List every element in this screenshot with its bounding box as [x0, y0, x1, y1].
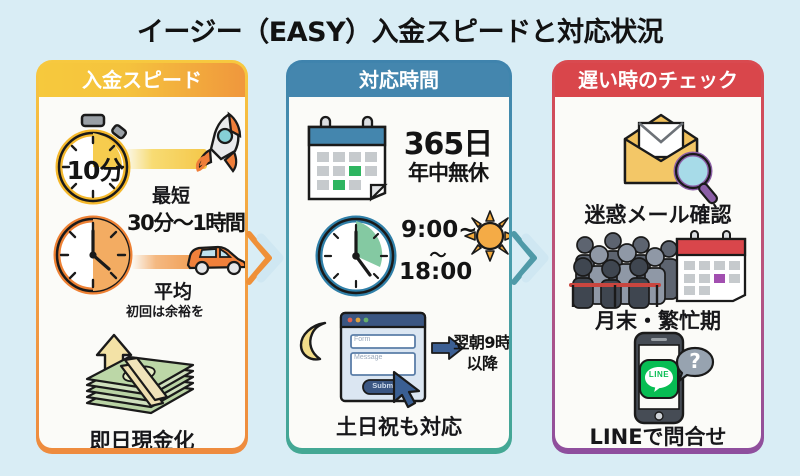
panel-body-support-hours: 365日 年中無休 — [289, 97, 509, 448]
panel-support-hours: 対応時間 — [286, 60, 512, 454]
panel-body-payment-speed: 10分 最短 — [39, 97, 245, 448]
average-time-caption: 平均 — [153, 281, 192, 303]
item-365-days: 365日 年中無休 — [289, 105, 509, 209]
weekend-support-caption: 土日祝も対応 — [336, 415, 462, 439]
right-arrow-icon — [431, 335, 465, 361]
page-title: イージー（EASY）入金スピードと対応状況 — [136, 17, 664, 48]
shortest-time-value: 10分 — [66, 156, 125, 185]
chevron-connector-2 — [508, 228, 549, 288]
item-same-day-cash: 即日現金化 — [39, 333, 245, 448]
crowd-icon — [569, 223, 691, 309]
panel-slow-check: 遅い時のチェック 迷惑メール確認 — [552, 60, 764, 454]
line-badge-label: LINE — [648, 370, 670, 379]
business-hours-start: 9:00~ — [401, 217, 478, 243]
form-field-title: Form — [354, 336, 371, 343]
form-submit-button[interactable]: Submit — [372, 381, 398, 390]
next-morning-line2: 以降 — [466, 354, 498, 373]
calendar-icon — [301, 113, 397, 203]
line-contact-caption: LINEで問合せ — [589, 425, 727, 448]
mail-folder-icon — [611, 109, 711, 193]
business-hours-end: 18:00 — [399, 259, 473, 285]
busy-period-caption: 月末・繁忙期 — [595, 309, 721, 333]
form-field-message: Message — [354, 354, 383, 361]
clock-icon — [51, 213, 135, 297]
next-morning-line1: 翌朝9時 — [453, 333, 509, 352]
days-365-caption: 年中無休 — [408, 161, 489, 185]
item-average-time: 30分〜1時間 平均 初回は余裕を — [39, 201, 245, 329]
cash-stack-icon — [77, 355, 205, 427]
item-busy-period: 月末・繁忙期 — [555, 219, 761, 335]
car-icon — [182, 241, 245, 276]
item-weekend-support: Form Message Submit 翌朝9時 以降 土日祝も対応 — [289, 307, 509, 448]
average-time-value: 30分〜1時間 — [127, 211, 245, 235]
panel-payment-speed: 入金スピード — [36, 60, 248, 454]
shortest-time-caption: 最短 — [151, 185, 190, 207]
business-hours-tilde: 〜 — [429, 246, 447, 266]
item-line-contact: LINE ? LINEで問合せ — [555, 329, 761, 448]
line-app-icon[interactable] — [639, 359, 679, 399]
average-time-note: 初回は余裕を — [125, 305, 204, 320]
stopwatch-icon — [49, 113, 139, 205]
panel-body-slow-check: 迷惑メール確認 — [555, 97, 761, 448]
chevron-connector-1 — [243, 228, 284, 288]
cursor-icon — [389, 369, 423, 411]
panel-header-slow-check: 遅い時のチェック — [555, 63, 761, 97]
sun-icon — [464, 210, 509, 262]
rocket-icon — [189, 109, 245, 175]
same-day-cash-caption: 即日現金化 — [89, 429, 195, 448]
panel-header-payment-speed: 入金スピード — [39, 63, 245, 97]
wall-clock-icon — [313, 213, 399, 299]
magnifier-icon — [671, 149, 727, 205]
panel-header-support-hours: 対応時間 — [289, 63, 509, 97]
item-shortest-time: 10分 最短 — [39, 103, 245, 215]
item-spam-mail: 迷惑メール確認 — [555, 105, 761, 227]
days-365-value: 365日 — [403, 127, 494, 162]
spam-mail-caption: 迷惑メール確認 — [584, 203, 732, 227]
moon-icon — [295, 319, 337, 363]
question-bubble-icon — [673, 345, 717, 389]
item-business-hours: 9:00~ 〜 18:00 — [289, 205, 509, 313]
calendar-red-icon — [671, 229, 751, 305]
question-mark-label: ? — [689, 349, 701, 373]
